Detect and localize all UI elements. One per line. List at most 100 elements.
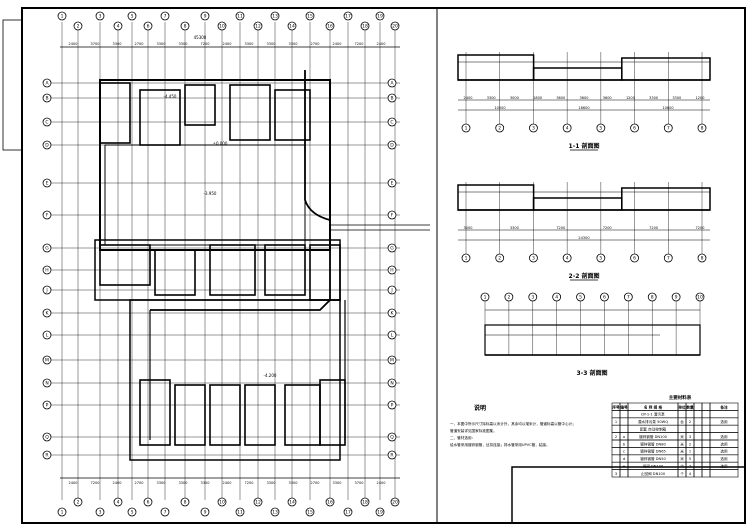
axis-bubble [73,497,83,507]
axis-label: 3 [99,14,102,20]
section-room [621,187,711,211]
room-wall [139,89,181,146]
table-cell [677,410,687,419]
section-room [532,67,623,81]
dimension-text: 3300 [179,481,188,485]
axis-bubble [387,330,397,340]
total-dimension: 18600 [578,106,589,110]
axis-bubble [663,123,673,133]
dimension-text: 7200 [91,481,100,485]
dimension-text: 3300 [113,42,122,46]
table-cell [709,410,739,419]
axis-bubble [360,21,370,31]
binding-strip [2,19,23,151]
axis-label: M [45,358,49,364]
dimension-text: 2700 [311,42,320,46]
total-dimension: 45300 [194,35,207,40]
axis-bubble [180,497,190,507]
section-body [484,324,701,356]
dimension-text: 3600 [580,96,589,100]
axis-label: 15 [307,14,313,20]
axis-label: 15 [307,510,313,516]
table-cell-text: 台 [680,419,684,424]
axis-label: 9 [204,510,207,516]
axis-label: 5 [131,14,134,20]
axis-bubble [42,330,52,340]
table-cell-text: d [623,457,625,461]
axis-bubble [217,21,227,31]
axis-bubble [390,497,400,507]
axis-bubble [360,497,370,507]
table-cell [693,402,703,411]
building-outline-north [99,79,331,251]
axis-label: 13 [272,510,278,516]
table-cell [701,410,711,419]
table-cell [693,424,703,433]
axis-label: 2 [77,24,80,30]
table-cell-text: 镀锌钢管 DN100 [639,434,668,439]
axis-label: 7 [667,126,670,132]
axis-label: 6 [147,24,150,30]
dimension-text: 2400 [113,481,122,485]
section-room [621,57,711,81]
dimension-text: 3300 [201,481,210,485]
dimension-text: 3300 [179,42,188,46]
axis-label: 6 [603,295,606,301]
dimension-text: 7200 [696,226,705,230]
table-cell-text: 镀锌钢管 DN80 [640,441,666,446]
drain-pipe [150,70,331,311]
table-cell-text: 米 [680,434,684,439]
axis-label: 1 [484,295,487,301]
table-header: 备注 [719,404,728,409]
table-cell [701,469,711,478]
room-wall [284,384,321,446]
axis-label: 1 [465,256,468,262]
axis-bubble [562,253,572,263]
table-cell-text: c [623,450,625,454]
axis-bubble [113,21,123,31]
total-dimension: 10800 [662,106,673,110]
total-dimension: 10500 [494,106,505,110]
total-dimension: 24300 [578,236,589,240]
axis-label: 17 [345,510,351,516]
axis-label: N [390,381,393,387]
axis-bubble [325,21,335,31]
axis-label: 2 [77,500,80,506]
axis-bubble [287,497,297,507]
dimension-text: 2400 [377,42,386,46]
axis-bubble [495,123,505,133]
axis-label: 6 [633,126,636,132]
axis-label: 1 [465,126,468,132]
dimension-text: 3300 [157,42,166,46]
axis-bubble [529,253,538,263]
table-cell [693,461,703,470]
dimension-text: 3300 [157,481,166,485]
axis-bubble [387,308,397,318]
axis-bubble [387,432,397,442]
table-cell-text: 选用 [720,441,728,446]
room-wall [154,249,196,296]
axis-bubble [387,210,397,220]
table-cell-text: 1 [615,420,617,424]
dimension-text: 3300 [649,96,658,100]
axis-label: F [46,213,49,219]
note-line: 管道安装详见国家标准图集。 [450,428,497,433]
table-cell-text: 4 [689,472,692,476]
axis-bubble [695,292,705,302]
axis-label: 8 [184,500,187,506]
axis-bubble [387,400,397,410]
axis-bubble [42,450,52,460]
axis-label: H [45,268,48,274]
room-wall [139,379,171,446]
room-wall [209,244,256,296]
axis-bubble [160,507,170,517]
dimension-text: 1200 [626,96,635,100]
table-cell-text: 选用 [720,419,728,424]
axis-label: N [45,381,48,387]
dimension-text: 2400 [377,481,386,485]
table-cell-text: 米 [680,441,684,446]
axis-bubble [42,78,52,88]
